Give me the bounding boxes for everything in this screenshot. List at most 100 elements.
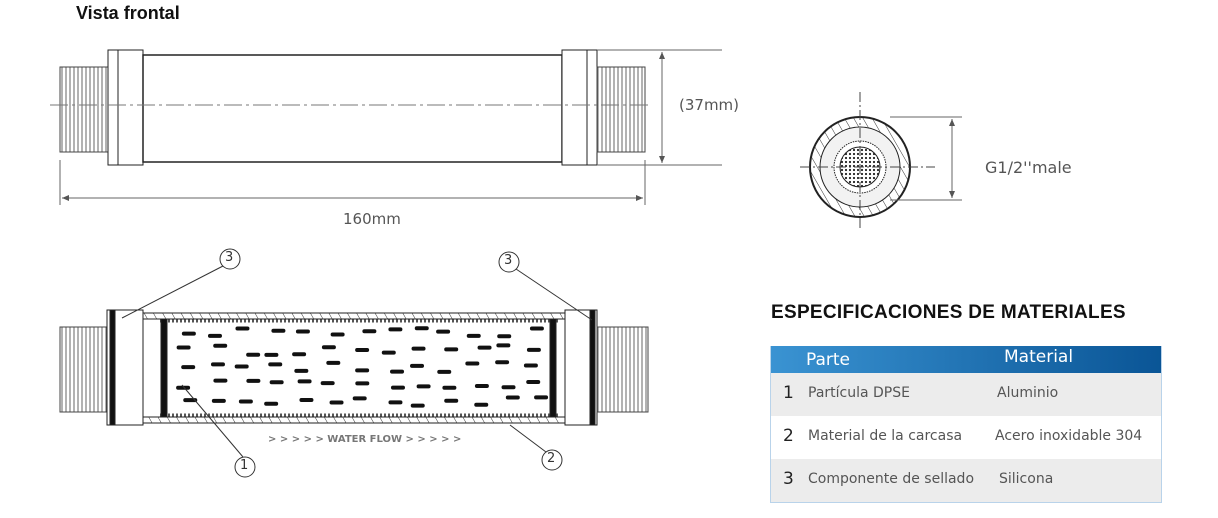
row-material: Silicona <box>999 471 1054 487</box>
particle <box>271 328 286 333</box>
callout-3-left <box>219 248 241 270</box>
particle <box>388 327 403 332</box>
row-part: Partícula DPSE <box>808 385 910 401</box>
particle <box>477 345 492 350</box>
row-part: Material de la carcasa <box>808 428 963 444</box>
left-thread <box>59 66 109 153</box>
particle <box>321 345 336 350</box>
particle <box>264 401 279 406</box>
right-thread <box>596 66 646 153</box>
particle <box>390 385 405 390</box>
particle <box>268 362 283 367</box>
callout-1-label: 1 <box>240 458 249 473</box>
spec-title: ESPECIFICACIONES DE MATERIALES <box>771 302 1126 323</box>
table-header: Parte Material <box>771 346 1161 373</box>
dimension-lines <box>59 49 722 205</box>
particle <box>246 352 261 357</box>
section-view <box>59 309 649 426</box>
particle <box>355 368 370 373</box>
particle <box>505 395 520 400</box>
length-dimension: 160mm <box>343 210 401 228</box>
particle <box>436 329 451 334</box>
particle <box>213 343 228 348</box>
particle <box>235 326 250 331</box>
particle <box>526 379 541 384</box>
particle <box>176 385 191 390</box>
callout-3-right <box>498 251 520 273</box>
header-part: Parte <box>806 350 851 370</box>
particle <box>238 399 253 404</box>
particle <box>181 331 196 336</box>
particle <box>437 369 452 374</box>
particle <box>474 383 489 388</box>
left-fitting <box>107 49 144 166</box>
header-material: Material <box>1004 347 1074 367</box>
callout-2-label: 2 <box>547 451 556 466</box>
particle <box>181 365 196 370</box>
particle <box>211 398 226 403</box>
particle <box>330 332 345 337</box>
table-row: 1 Partícula DPSE Aluminio <box>771 373 1161 416</box>
particle <box>390 369 405 374</box>
thread-dimension: G1/2''male <box>985 158 1072 177</box>
particle <box>416 384 431 389</box>
particle <box>362 329 377 334</box>
diameter-dimension: (37mm) <box>679 96 740 114</box>
particle <box>466 333 481 338</box>
particle <box>176 345 191 350</box>
particle <box>213 378 228 383</box>
particle <box>294 368 309 373</box>
row-material: Aluminio <box>997 385 1059 401</box>
particle <box>495 360 510 365</box>
particle <box>411 346 426 351</box>
particle <box>329 400 344 405</box>
particle <box>465 361 480 366</box>
front-view <box>50 49 650 166</box>
callouts <box>121 248 593 478</box>
particle <box>388 400 403 405</box>
particle <box>352 396 367 401</box>
particle <box>381 350 396 355</box>
tube-body <box>142 54 563 163</box>
particle <box>496 343 511 348</box>
row-part: Componente de sellado <box>808 471 975 487</box>
particle <box>355 381 370 386</box>
particle <box>501 385 516 390</box>
particle <box>444 398 459 403</box>
particle <box>410 403 425 408</box>
row-number: 3 <box>783 469 794 489</box>
table-row: 3 Componente de sellado Silicona <box>771 459 1161 502</box>
particle <box>234 364 249 369</box>
view-title: Vista frontal <box>76 3 180 23</box>
particle <box>444 347 459 352</box>
particle <box>474 402 489 407</box>
particle <box>529 326 544 331</box>
particle <box>295 329 310 334</box>
row-number: 1 <box>783 383 794 403</box>
particle <box>264 352 279 357</box>
row-number: 2 <box>783 426 794 446</box>
table-row: 2 Material de la carcasa Acero inoxidable … <box>771 416 1161 459</box>
particle <box>526 347 541 352</box>
cross-section-view <box>800 92 962 230</box>
particle <box>497 334 512 339</box>
callout-2 <box>541 449 563 471</box>
callout-3-right-label: 3 <box>504 253 513 268</box>
particle <box>297 379 312 384</box>
row-material: Acero inoxidable 304 <box>995 428 1143 444</box>
callout-3-left-label: 3 <box>225 250 234 265</box>
particle <box>410 363 425 368</box>
particle <box>246 378 261 383</box>
callout-1 <box>234 456 256 478</box>
particle <box>269 380 284 385</box>
particle <box>442 385 457 390</box>
particle <box>292 352 307 357</box>
particle <box>299 398 314 403</box>
particle <box>355 347 370 352</box>
particle <box>320 381 335 386</box>
particle <box>210 362 225 367</box>
materials-table: Parte Material 1 Partícula DPSE Aluminio 2… <box>770 346 1162 503</box>
particle <box>207 333 222 338</box>
particle <box>523 363 538 368</box>
water-flow-label: > > > > > WATER FLOW > > > > > <box>268 434 462 445</box>
